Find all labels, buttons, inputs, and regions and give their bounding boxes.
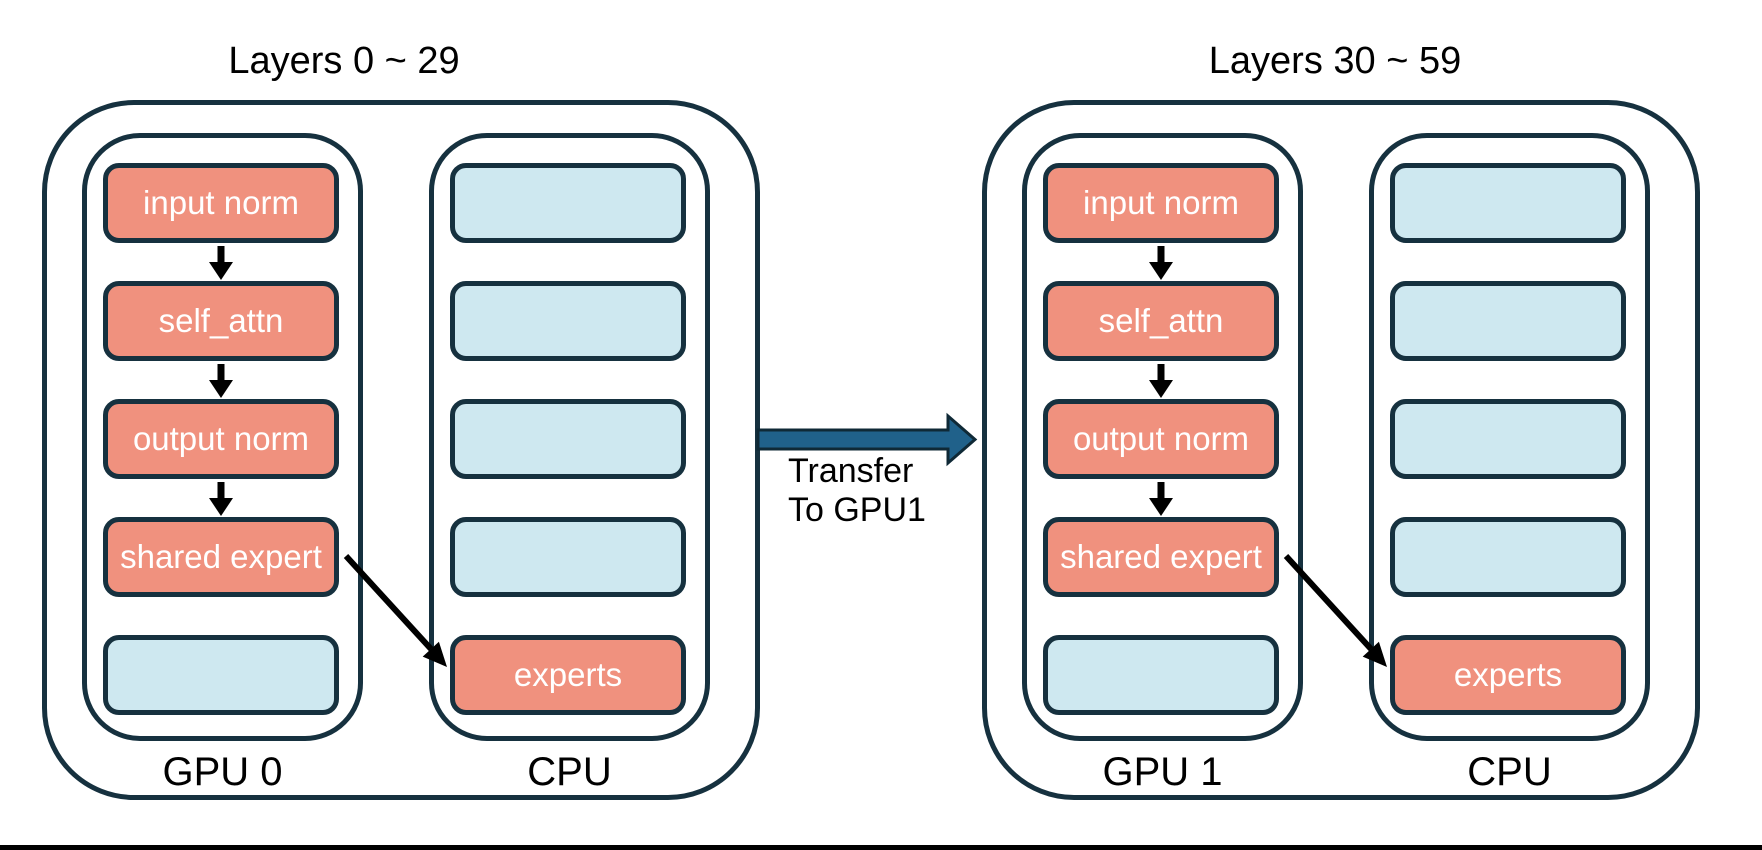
self-attn-box: self_attn — [1043, 281, 1279, 361]
cpu-label-left: CPU — [527, 750, 612, 794]
layer-group-30-59: input norm self_attn output norm shared … — [982, 100, 1700, 800]
output-norm-box: output norm — [1043, 399, 1279, 479]
transfer-label: Transfer To GPU1 — [788, 452, 926, 530]
gpu0-column: input norm self_attn output norm shared … — [82, 133, 363, 741]
shared-expert-box: shared expert — [103, 517, 339, 597]
output-norm-box: output norm — [103, 399, 339, 479]
experts-box: experts — [450, 635, 686, 715]
transfer-label-line1: Transfer — [788, 452, 914, 490]
empty-slot-box — [450, 163, 686, 243]
empty-slot-box — [450, 399, 686, 479]
gpu1-label: GPU 1 — [1102, 750, 1223, 794]
left-group-title: Layers 0 ~ 29 — [228, 40, 460, 82]
empty-slot-box — [1390, 399, 1626, 479]
empty-slot-box — [1043, 635, 1279, 715]
empty-slot-box — [1390, 163, 1626, 243]
layer-group-0-29: input norm self_attn output norm shared … — [42, 100, 760, 800]
experts-box: experts — [1390, 635, 1626, 715]
cpu-column-left: experts — [429, 133, 710, 741]
cpu-label-right: CPU — [1467, 750, 1552, 794]
gpu0-label: GPU 0 — [162, 750, 283, 794]
cpu-column-right: experts — [1369, 133, 1650, 741]
input-norm-box: input norm — [1043, 163, 1279, 243]
transfer-label-line2: To GPU1 — [788, 491, 926, 529]
self-attn-box: self_attn — [103, 281, 339, 361]
empty-slot-box — [450, 281, 686, 361]
shared-expert-box: shared expert — [1043, 517, 1279, 597]
empty-slot-box — [1390, 517, 1626, 597]
empty-slot-box — [450, 517, 686, 597]
gpu1-column: input norm self_attn output norm shared … — [1022, 133, 1303, 741]
empty-slot-box — [103, 635, 339, 715]
right-group-title: Layers 30 ~ 59 — [1208, 40, 1462, 82]
bottom-bar — [0, 845, 1762, 850]
empty-slot-box — [1390, 281, 1626, 361]
input-norm-box: input norm — [103, 163, 339, 243]
